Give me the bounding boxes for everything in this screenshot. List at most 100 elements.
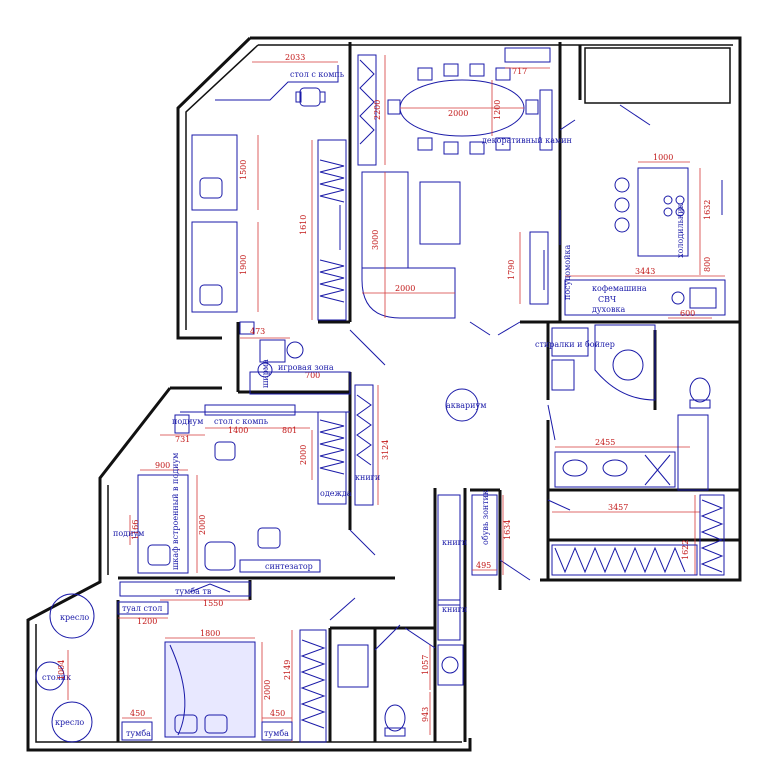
dim-3443: 3443 <box>635 267 655 276</box>
dim-2033: 2033 <box>285 53 305 62</box>
label-books-c1: книги <box>442 538 467 547</box>
label-armchair-top: кресло <box>60 613 89 622</box>
dim-1800: 1800 <box>200 629 220 638</box>
dim-2200: 2200 <box>373 100 382 120</box>
dim-2149: 2149 <box>283 660 292 680</box>
label-oven: духовка <box>592 305 625 314</box>
label-tv-stand: тумба тв <box>175 587 212 596</box>
side-table-icon <box>35 661 65 691</box>
label-side-table: столик <box>42 673 71 682</box>
doors <box>329 104 651 651</box>
office-chair-icon <box>295 87 326 107</box>
dim-1550: 1550 <box>203 599 223 608</box>
toilet-icon <box>689 377 711 409</box>
dim-2000-pod: 2000 <box>198 515 207 535</box>
dining-living: 2200 2000 1200 717 декоративный камин 30… <box>357 47 572 319</box>
dim-3457: 3457 <box>608 503 628 512</box>
armchair-icon <box>49 593 95 639</box>
sink-icon <box>689 287 717 309</box>
dim-1632: 1632 <box>703 200 712 220</box>
dim-2000-bed: 2000 <box>263 680 272 700</box>
dim-1166: 1166 <box>131 520 140 540</box>
dim-1500: 1500 <box>239 160 248 180</box>
label-synth: синтезатор <box>265 562 313 571</box>
label-podium: подиум <box>113 529 144 538</box>
label-books-mid: книги <box>355 473 380 482</box>
dim-2000-dining: 2000 <box>448 109 468 118</box>
office-chair-icon <box>214 441 236 461</box>
bar-stool-icon <box>614 177 630 233</box>
label-aquarium: аквариум <box>446 401 486 410</box>
dim-495: 495 <box>476 561 491 570</box>
label-dressing-table: туал стол <box>122 604 162 613</box>
pillow-icon <box>174 714 228 734</box>
dim-1634: 1634 <box>503 520 512 540</box>
vanity <box>554 451 676 488</box>
dim-717: 717 <box>512 67 527 76</box>
label-podium-small: подиум <box>172 417 203 426</box>
dim-1610: 1610 <box>299 215 308 235</box>
podium-cabinet <box>137 474 189 574</box>
dim-900: 900 <box>155 461 170 470</box>
dim-450-b: 450 <box>270 709 285 718</box>
label-fridge: холодильник <box>676 203 685 258</box>
kitchen-island <box>637 167 689 257</box>
dim-800: 800 <box>703 257 712 272</box>
left-alcove: кресло столик 1004 кресло <box>35 593 95 743</box>
aquarium-icon <box>445 388 479 422</box>
dim-1790: 1790 <box>507 260 516 280</box>
coffee-table <box>419 181 461 245</box>
label-washer-boiler: стиралки и бойлер <box>535 340 615 349</box>
dim-2000-sofa: 2000 <box>395 284 415 293</box>
top-left-room: 2033 стол с компь 1500 1900 1610 <box>191 53 347 321</box>
label-cooktop: кофемашина <box>592 284 647 293</box>
bathroom-right: стиралки и бойлер 2455 3457 1622 <box>535 324 725 576</box>
outer-walls <box>26 36 742 752</box>
office-chair-icon <box>257 527 281 549</box>
dim-1900: 1900 <box>239 255 248 275</box>
middle-left-room: подиум 1400 801 731 стол с компь 2000 од… <box>113 384 390 574</box>
dim-3124: 3124 <box>381 440 390 460</box>
label-stand-left: тумба <box>126 729 151 738</box>
label-dishwasher: посудомойка <box>563 245 572 300</box>
dim-801: 801 <box>282 426 297 435</box>
kitchen: 1000 1632 800 холодильник 3443 кофемашин… <box>563 153 726 319</box>
dim-600: 600 <box>680 309 695 318</box>
corner-sofa <box>361 171 456 319</box>
kitchen-counter <box>564 279 726 316</box>
cooktop-icon <box>663 195 685 217</box>
label-screen: ширма <box>261 359 270 388</box>
dim-2455: 2455 <box>595 438 615 447</box>
dim-450-a: 450 <box>130 709 145 718</box>
dim-1200: 1200 <box>493 100 502 120</box>
label-books-c2: книги <box>442 605 467 614</box>
corner-bathtub <box>594 324 656 401</box>
dim-700: 700 <box>305 371 320 380</box>
label-built-in-cabinet: шкаф встроенный в подиум <box>171 453 180 570</box>
armchair-icon <box>204 541 236 571</box>
dim-3000: 3000 <box>371 230 380 250</box>
label-play-zone: игровая зона <box>278 363 334 372</box>
label-desk-mid: стол с компь <box>214 417 269 426</box>
pillow-icon <box>199 177 223 306</box>
label-stand-right: тумба <box>264 729 289 738</box>
label-fireplace: декоративный камин <box>482 136 572 145</box>
label-armchair-bottom: кресло <box>55 718 84 727</box>
dim-1000: 1000 <box>653 153 673 162</box>
corridor-bath: книги обувь зонтик 1634 495 книги 1057 9… <box>337 490 512 737</box>
central-hall: 473 игровая зона 700 ширма аквариум <box>239 321 486 422</box>
toilet-icon <box>384 704 406 737</box>
label-wardrobe: одежда <box>320 489 352 498</box>
label-shoes: обувь зонтик <box>481 490 490 545</box>
bed <box>164 641 256 738</box>
dim-1622: 1622 <box>681 540 690 560</box>
label-desk-top: стол с компь <box>290 70 345 79</box>
bedroom: тумба тв 1550 туал стол 1200 1800 2000 2… <box>117 581 327 743</box>
dim-1057: 1057 <box>421 655 430 675</box>
dim-1200-b: 1200 <box>137 617 157 626</box>
dim-1004: 1004 <box>57 660 66 680</box>
dim-943: 943 <box>421 707 430 722</box>
washbasin-icon <box>437 644 464 686</box>
armchair-icon <box>51 701 93 743</box>
